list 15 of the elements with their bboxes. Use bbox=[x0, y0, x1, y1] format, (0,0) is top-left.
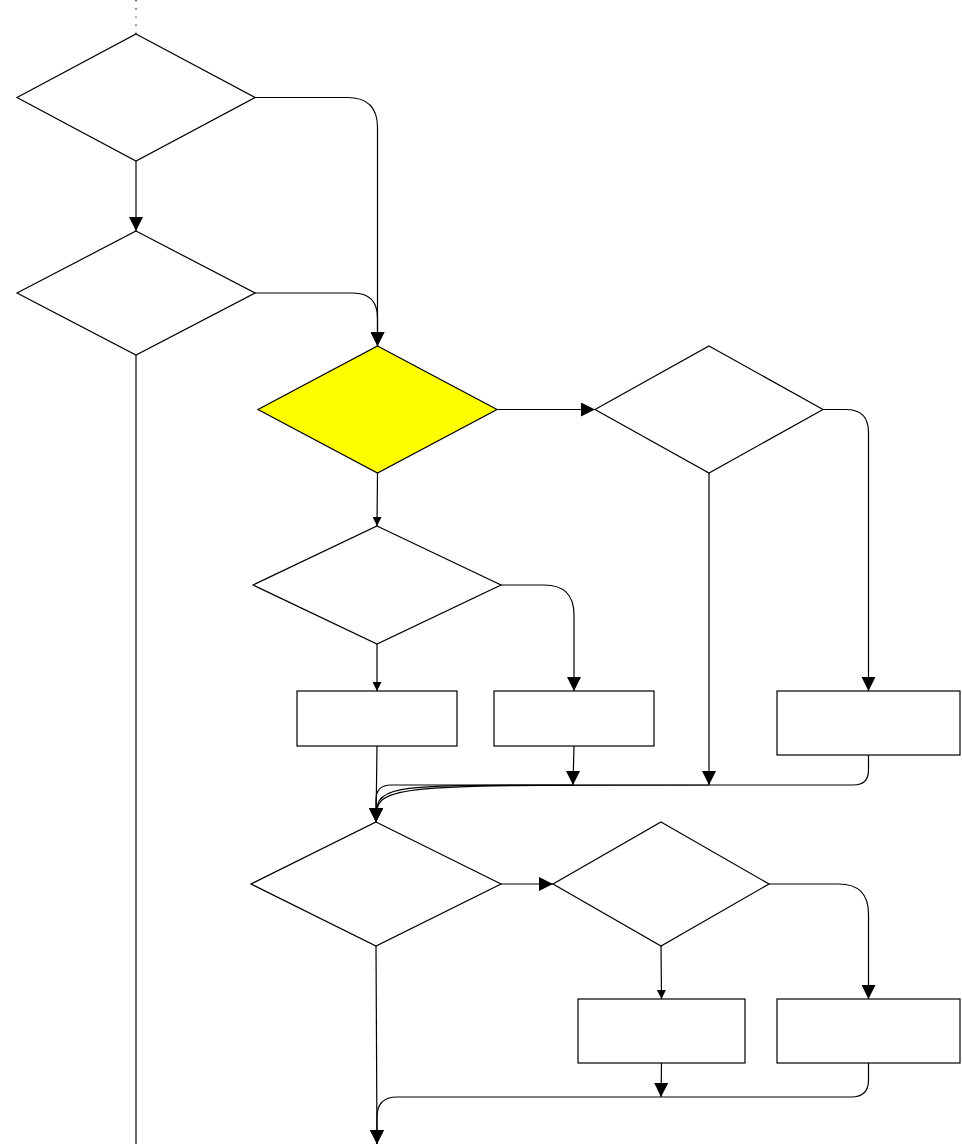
connector-line bbox=[135, 0, 137, 35]
arrow bbox=[654, 1062, 669, 1098]
arrow bbox=[370, 1062, 870, 1144]
arrow bbox=[129, 160, 143, 232]
arrow bbox=[254, 292, 385, 347]
arrow bbox=[822, 408, 876, 692]
connector-line bbox=[135, 354, 137, 1144]
arrow bbox=[372, 472, 382, 527]
arrow bbox=[500, 877, 554, 891]
arrow bbox=[768, 883, 876, 1000]
arrow bbox=[496, 402, 596, 417]
arrow bbox=[372, 643, 382, 692]
arrow bbox=[656, 945, 666, 1000]
arrow bbox=[500, 584, 581, 692]
arrow bbox=[369, 754, 870, 823]
